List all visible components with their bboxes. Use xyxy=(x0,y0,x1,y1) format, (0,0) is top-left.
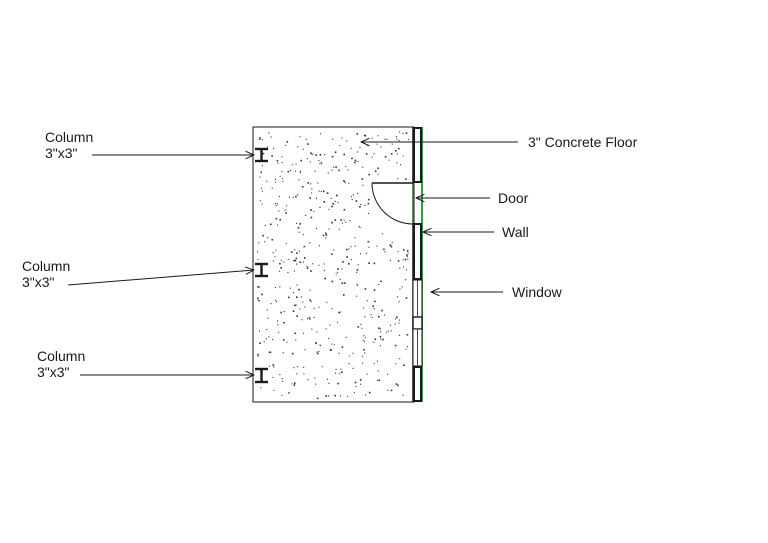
column-bottom-label: Column 3"x3" xyxy=(37,348,85,380)
concrete-hatch-pattern xyxy=(257,131,410,400)
column-bottom-size: 3"x3" xyxy=(37,364,70,380)
wall-label: Wall xyxy=(502,224,529,240)
door-label: Door xyxy=(498,190,529,206)
column-middle-label: Column 3"x3" xyxy=(22,258,70,290)
column-middle-symbol xyxy=(255,262,268,278)
column-bottom-name: Column xyxy=(37,348,86,364)
concrete-floor-slab xyxy=(252,126,415,403)
wall-segment-bottom-core xyxy=(415,368,420,400)
column-middle-size: 3"x3" xyxy=(22,274,55,290)
column-top-label: Column 3"x3" xyxy=(45,129,93,161)
wall-segment-top-core xyxy=(415,129,420,181)
window-mullion xyxy=(412,316,423,330)
concrete-floor-label: 3" Concrete Floor xyxy=(528,134,638,150)
window-label: Window xyxy=(512,284,562,300)
column-middle-name: Column xyxy=(22,258,71,274)
leader-column-middle xyxy=(67,270,254,286)
wall-segment-middle-core xyxy=(415,225,420,278)
column-bottom-symbol xyxy=(255,367,268,384)
door-swing-arc xyxy=(371,182,414,225)
column-top-symbol xyxy=(255,147,268,163)
column-top-name: Column xyxy=(45,129,94,145)
column-top-size: 3"x3" xyxy=(45,145,78,161)
